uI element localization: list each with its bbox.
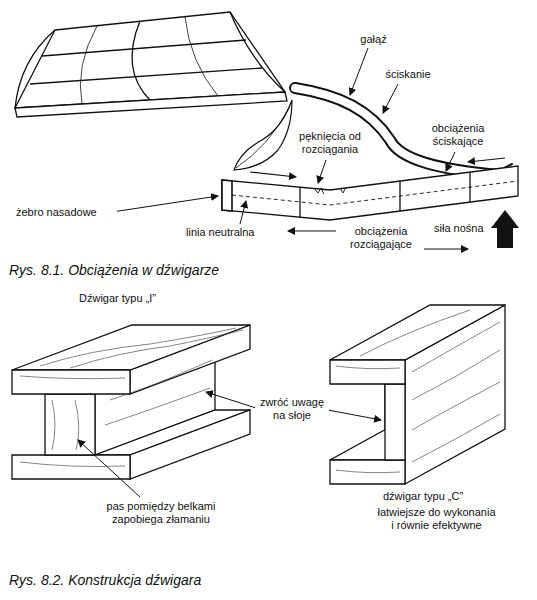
note-label: zwróć uwagę na słoje (255, 396, 329, 422)
leader-lines (240, 201, 246, 224)
leader-lines (318, 160, 326, 183)
wing-frame (30, 68, 262, 84)
beam (314, 188, 324, 194)
force-label: ściskanie (372, 68, 444, 81)
leader-lines (383, 84, 398, 113)
wood-grain (412, 350, 500, 400)
c-beam (330, 305, 505, 484)
wood-grain (412, 414, 500, 462)
wood-grain (20, 328, 243, 467)
c-beam (330, 305, 505, 360)
c-beam (385, 384, 405, 460)
i-beam (130, 410, 250, 479)
force-arrows (288, 230, 336, 231)
part-label: żebro nasadowe (15, 206, 117, 219)
force-label: siła nośna (433, 222, 491, 235)
note-label: pas pomiędzy belkami zapobiega złamaniu (95, 500, 227, 526)
force-arrows (468, 158, 505, 162)
force-arrows (491, 210, 519, 248)
figure-caption: Rys. 8.1. Obciążenia w dźwigarze (8, 262, 220, 279)
leaf (234, 100, 292, 170)
c-beam (330, 360, 405, 384)
wood-grain (20, 462, 125, 467)
leader-lines (112, 48, 455, 224)
beam (222, 180, 232, 211)
wing-frame (15, 12, 287, 117)
i-beam (12, 370, 130, 394)
beam (232, 181, 518, 205)
leaf (236, 106, 290, 168)
wood-grain (110, 360, 212, 400)
wood-grain (412, 382, 500, 430)
wood-grain (360, 310, 470, 356)
wood-grain (52, 400, 55, 450)
beam-label: dźwigar typu „C” (382, 490, 504, 503)
wood-grain (336, 366, 400, 369)
beam (222, 166, 518, 220)
force-arrows (250, 172, 296, 177)
force-arrows (424, 248, 468, 249)
wood-grain (20, 376, 125, 379)
leader-lines (328, 410, 381, 420)
wood-grain (105, 388, 210, 425)
figure-caption: Rys. 8.2. Konstrukcja dźwigara (8, 572, 202, 589)
leaf (234, 100, 292, 170)
i-beam (45, 394, 95, 455)
wood-grain (40, 328, 236, 366)
part-label: linia neutralna (185, 226, 277, 239)
wing-frame (42, 40, 246, 56)
wing-frame (132, 21, 150, 100)
wing-frame (15, 92, 287, 117)
leader-lines (112, 196, 218, 212)
i-beam (12, 325, 250, 479)
wood-grain (336, 470, 400, 473)
i-beam (12, 455, 130, 479)
wing-frame (15, 12, 285, 108)
beam (340, 187, 346, 193)
wood-grain (336, 310, 500, 473)
crack-label: pęknięcia od rozciągania (290, 130, 370, 156)
wing-frame (80, 26, 97, 104)
leader-lines (78, 392, 381, 497)
force-label: obciążenia ściskające (418, 122, 498, 148)
force-label: obciążenia rozciągające (340, 225, 422, 251)
leader-lines (206, 392, 256, 408)
wing-frame (185, 17, 218, 96)
wood-grain (412, 322, 500, 372)
wood-grain (70, 330, 243, 368)
leader-lines (350, 48, 368, 95)
beam (300, 172, 470, 217)
leader-lines (446, 152, 455, 171)
note-label: łatwiejsze do wykonania i równie efektyw… (375, 506, 498, 532)
beam-label: Dźwigar typu „I” (78, 292, 210, 305)
wing-frame (230, 12, 285, 92)
leader-lines (78, 440, 140, 497)
branch-label: gałąź (345, 33, 402, 46)
wood-grain (75, 400, 79, 450)
beam (222, 166, 518, 220)
i-beam (12, 325, 250, 370)
wing-frame (15, 30, 55, 108)
c-beam (330, 460, 405, 484)
